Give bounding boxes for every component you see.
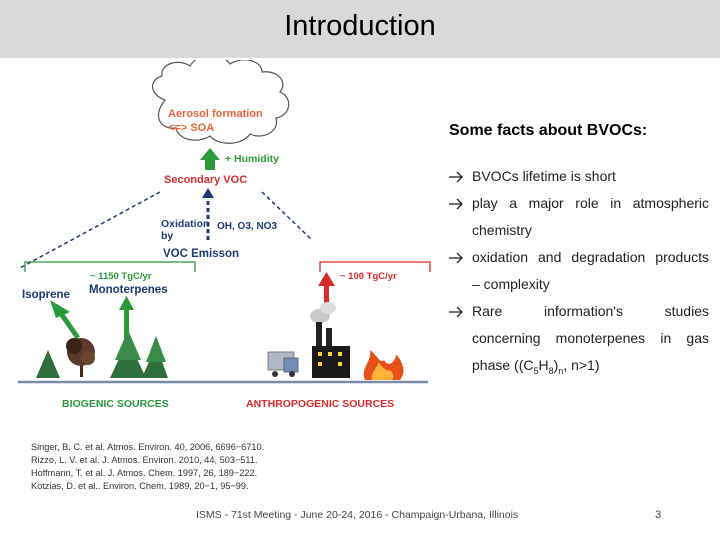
anthropogenic-bracket (319, 261, 431, 272)
references: Singer, B. C. et al. Atmos. Environ. 40,… (31, 441, 264, 493)
humidity-arrow-icon (200, 148, 220, 170)
fact-text: play a major role in atmospheric (472, 195, 709, 211)
anthropogenic-sources-label: ANTHROPOGENIC SOURCES (246, 398, 394, 410)
conifer-tree-icon (36, 330, 168, 378)
cloud-shape (152, 60, 290, 144)
title-bar (0, 0, 720, 58)
monoterpenes-label: Monoterpenes (89, 284, 168, 296)
facts-heading: Some facts about BVOCs: (449, 122, 648, 139)
reference-item: Singer, B. C. et al. Atmos. Environ. 40,… (31, 442, 265, 452)
fact-bullet: oxidation and degradation products – com… (447, 244, 709, 298)
biogenic-bracket (24, 261, 196, 272)
fact-text: – complexity (472, 276, 550, 292)
fact-text: BVOCs lifetime is short (472, 168, 616, 184)
fact-bullet: Rare information's studies concerning mo… (447, 298, 709, 385)
anthropogenic-arrow-icon (318, 272, 335, 310)
dashed-line-right (261, 191, 313, 241)
isoprene-arrow-icon (50, 300, 81, 340)
oxidation-label-1: Oxidation (161, 218, 209, 230)
right-arrow-icon (447, 244, 465, 280)
cloud-text-1: Aerosol formation (168, 108, 263, 120)
deciduous-tree-icon (66, 338, 95, 377)
fire-icon (363, 350, 404, 380)
isoprene-label: Isoprene (22, 289, 70, 301)
reference-item: Hoffmann, T. et al. J. Atmos. Chem. 1997… (31, 468, 258, 478)
fact-text: chemistry (472, 222, 532, 238)
factory-icon (310, 302, 350, 378)
right-arrow-icon (447, 190, 465, 226)
reference-item: Kotzias, D. et al.. Environ. Chem. 1989,… (31, 481, 249, 491)
secondary-voc-label: Secondary VOC (164, 174, 247, 186)
truck-icon (267, 351, 299, 377)
slide-title: Introduction (284, 10, 436, 42)
oxidation-label-2: by (161, 230, 173, 242)
fact-bullet: play a major role in atmospheric chemist… (447, 190, 709, 244)
fact-text: concerning monoterpenes in gas (472, 330, 709, 346)
monoterpene-arrow-icon (119, 296, 134, 338)
fact-text-formula: phase ((C5H8)n, n>1) (472, 357, 600, 376)
cloud-text-2: <=> SOA (168, 122, 214, 134)
page-number: 3 (655, 509, 662, 521)
voc-emission-label: VOC Emisson (163, 248, 239, 260)
biogenic-flux-label: ~ 1150 TgC/yr (90, 271, 152, 282)
anthropogenic-flux-label: ~ 100 TgC/yr (340, 271, 397, 282)
slide-footer: ISMS - 71st Meeting - June 20-24, 2016 -… (196, 509, 519, 521)
fact-text: Rare information's studies (472, 303, 709, 319)
right-arrow-icon (447, 298, 465, 334)
dashed-line-left (19, 191, 161, 269)
oxidants-label: OH, O3, NO3 (217, 221, 277, 232)
bvoc-diagram: Aerosol formation <=> SOA + Humidity Sec… (18, 60, 431, 410)
humidity-label: + Humidity (225, 153, 279, 165)
fact-bullet: BVOCs lifetime is short (447, 163, 709, 190)
up-arrow-head-icon (202, 188, 214, 198)
biogenic-sources-label: BIOGENIC SOURCES (62, 398, 169, 410)
fact-text: oxidation and degradation products (472, 249, 709, 265)
right-arrow-icon (447, 163, 465, 199)
reference-item: Rizzo, L. V. et al. J. Atmos. Environ. 2… (31, 455, 258, 465)
